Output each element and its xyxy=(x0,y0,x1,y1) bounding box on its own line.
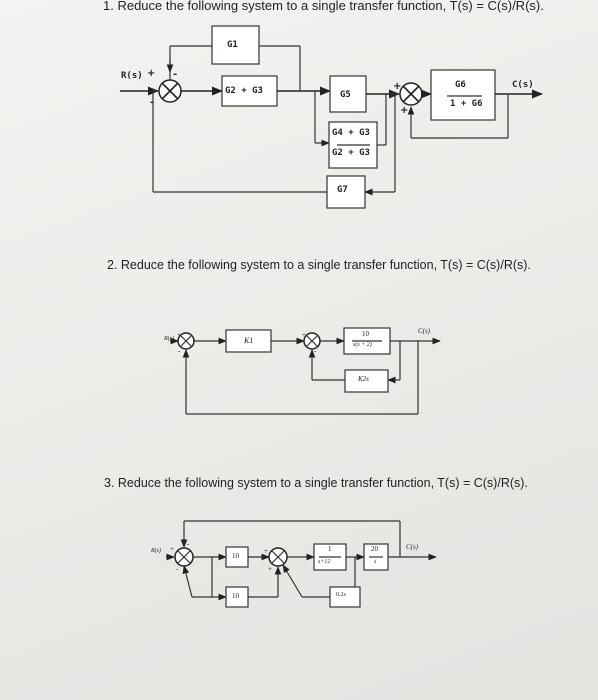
d1-sign: - xyxy=(173,69,178,80)
block-g7 xyxy=(326,175,366,209)
d1-output-label: C(s) xyxy=(512,80,534,90)
d1-sign: + xyxy=(147,68,156,79)
d2-k1-label: K1 xyxy=(244,336,254,345)
d1-input-label: R(s) xyxy=(121,71,143,81)
d2-input-label: R(s) xyxy=(164,336,174,342)
diagram-3 xyxy=(166,520,437,608)
d3-sign: - xyxy=(187,540,190,548)
d2-output-label: C(s) xyxy=(418,327,431,335)
d2-plant-den: s(s + 2) xyxy=(353,342,372,348)
d2-k2s-label: K2s xyxy=(358,375,369,383)
question-2-text: 2. Reduce the following system to a sing… xyxy=(107,258,531,272)
block-20-over-s xyxy=(363,543,389,571)
d1-sign: - xyxy=(150,97,155,108)
d1-g7-label: G7 xyxy=(337,185,348,195)
d1-g2g3b-label: G2 + G3 xyxy=(332,148,370,158)
block-g1 xyxy=(211,25,260,65)
question-3-text: 3. Reduce the following system to a sing… xyxy=(104,476,528,490)
d3-10a-label: 10 xyxy=(232,552,239,560)
block-k2s xyxy=(344,369,389,393)
question-1-text: 1. Reduce the following system to a sing… xyxy=(103,0,544,13)
block-g5 xyxy=(329,75,367,113)
d1-sign: + xyxy=(400,105,409,116)
d1-g1-label: G1 xyxy=(227,40,238,50)
d2-plant-num: 10 xyxy=(362,330,369,338)
d1-g2g3-label: G2 + G3 xyxy=(225,86,263,96)
diagram-2 xyxy=(170,327,441,415)
d1-sign: + xyxy=(393,81,402,92)
diagram-1 xyxy=(120,25,544,209)
d3-10b-label: 10 xyxy=(232,592,239,600)
d3-sign: - xyxy=(176,565,179,573)
d1-g4g3-label: G4 + G3 xyxy=(332,128,370,138)
d3-plant-den: s+12 xyxy=(318,559,331,565)
d3-20-num: 20 xyxy=(371,545,378,553)
d1-g5-label: G5 xyxy=(340,90,351,100)
d3-output-label: C(s) xyxy=(406,543,419,551)
block-g2-g3 xyxy=(221,75,278,107)
d2-sign: + xyxy=(302,331,306,339)
d2-sign: - xyxy=(178,347,181,355)
d2-sign: - xyxy=(314,347,317,355)
d3-sign: + xyxy=(268,565,272,573)
d3-20-den: s xyxy=(374,559,377,565)
d2-sign: + xyxy=(177,331,181,339)
d3-input-label: R(s) xyxy=(151,548,161,554)
d3-plant-num: 1 xyxy=(328,545,332,553)
d3-02s-label: 0.2s xyxy=(336,592,346,598)
d3-sign: + xyxy=(170,545,174,553)
d1-g6-den: 1 + G6 xyxy=(450,99,483,109)
d1-g6-num: G6 xyxy=(455,80,466,90)
d3-sign: + xyxy=(264,547,268,555)
block-g6-closed xyxy=(430,69,496,121)
